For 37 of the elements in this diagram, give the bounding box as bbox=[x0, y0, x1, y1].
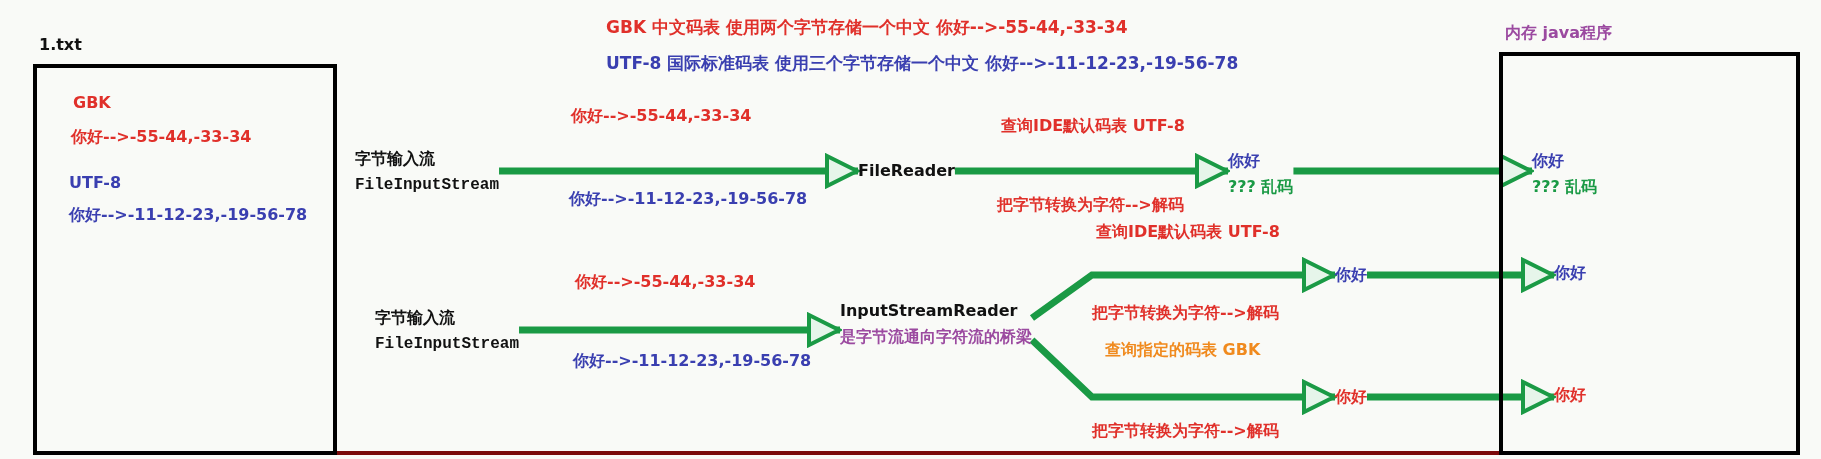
file-name-heading: 1.txt bbox=[39, 34, 82, 56]
character-text: 你好 bbox=[1335, 386, 1367, 408]
description-text: 是字节流通向字符流的桥梁 bbox=[840, 326, 1032, 348]
character-text: 你好 bbox=[1335, 264, 1367, 286]
garbled-text: ??? 乱码 bbox=[1228, 176, 1294, 198]
memory-heading: 内存 java程序 bbox=[1505, 22, 1613, 44]
edge-label: 查询指定的码表 GBK bbox=[1103, 340, 1263, 360]
garbled-text: ??? 乱码 bbox=[1532, 176, 1598, 198]
class-name-text: FileReader bbox=[858, 160, 955, 182]
annotation-text: 你好-->-11-12-23,-19-56-78 bbox=[573, 350, 812, 372]
annotation-text: 把字节转换为字符-->解码 bbox=[997, 194, 1184, 216]
class-name-text: InputStreamReader bbox=[840, 300, 1019, 322]
arrow bbox=[1029, 258, 1336, 321]
note-text: UTF-8 国际标准码表 使用三个字节存储一个中文 你好-->-11-12-23,-19-56-78 bbox=[606, 52, 1239, 74]
stream-type-text: 字节输入流 bbox=[375, 307, 456, 329]
class-name-text: FileInputStream bbox=[375, 334, 520, 355]
encoding-name: GBK bbox=[73, 92, 111, 114]
character-text: 你好 bbox=[1532, 150, 1565, 172]
character-text: 你好 bbox=[1554, 384, 1586, 406]
class-name-text: FileInputStream bbox=[355, 175, 500, 196]
edge-label: 你好-->-55-44,-33-34 bbox=[573, 272, 758, 292]
byte-sequence-text: 你好-->-55-44,-33-34 bbox=[71, 126, 252, 148]
note-text: GBK 中文码表 使用两个字节存储一个中文 你好-->-55-44,-33-34 bbox=[606, 16, 1128, 38]
character-text: 你好 bbox=[1228, 150, 1261, 172]
connector-line bbox=[337, 451, 1499, 455]
stream-type-text: 字节输入流 bbox=[355, 148, 436, 170]
arrow bbox=[954, 154, 1229, 188]
edge-label: 查询IDE默认码表 UTF-8 bbox=[1094, 222, 1282, 242]
encoding-name: UTF-8 bbox=[69, 172, 122, 194]
character-text: 你好 bbox=[1554, 262, 1586, 284]
annotation-text: 把字节转换为字符-->解码 bbox=[1092, 420, 1279, 442]
annotation-text: 你好-->-11-12-23,-19-56-78 bbox=[569, 188, 808, 210]
edge-label: 查询IDE默认码表 UTF-8 bbox=[999, 116, 1187, 136]
edge-label: 你好-->-55-44,-33-34 bbox=[569, 106, 754, 126]
byte-sequence-text: 你好-->-11-12-23,-19-56-78 bbox=[69, 204, 308, 226]
annotation-text: 把字节转换为字符-->解码 bbox=[1092, 302, 1279, 324]
arrow bbox=[1029, 337, 1336, 414]
